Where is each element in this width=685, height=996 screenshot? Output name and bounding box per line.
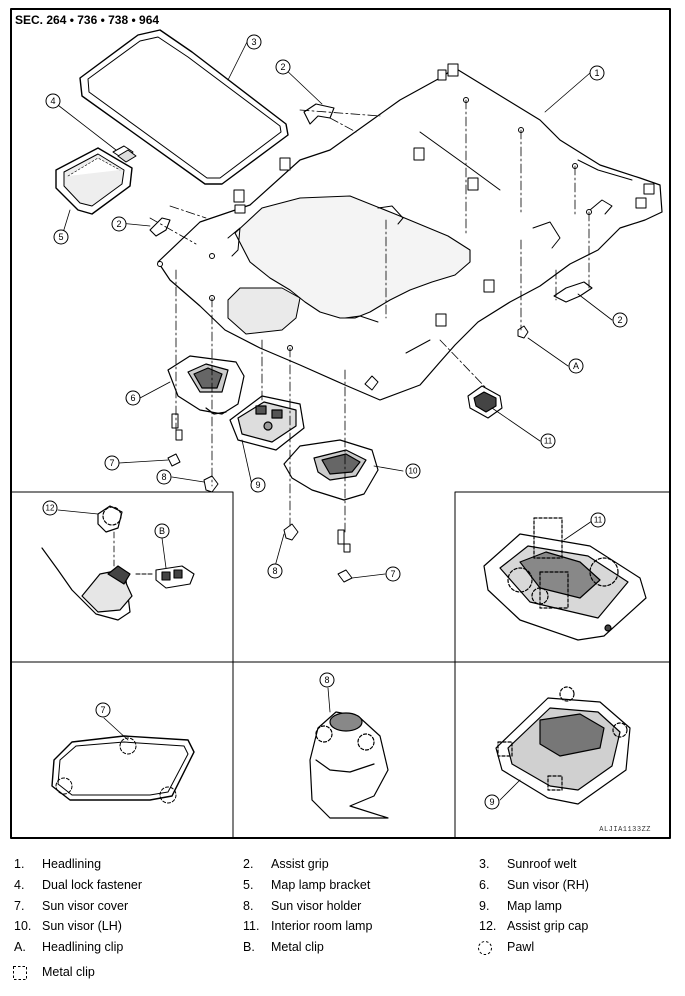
- interior-room-lamp: [467, 385, 503, 419]
- legend-label: Assist grip: [271, 857, 329, 871]
- sun-visor-screw-rh: [171, 413, 183, 441]
- legend-num: B.: [243, 940, 255, 954]
- callout-9: 9: [489, 797, 494, 807]
- callout-2: 2: [617, 315, 622, 325]
- legend-num: 1.: [14, 857, 25, 871]
- callout-b: B: [159, 526, 165, 536]
- callout-8: 8: [161, 472, 166, 482]
- assist-grip-left: [149, 217, 171, 237]
- legend-label: Headlining: [42, 857, 102, 871]
- legend-label: Sun visor (RH): [507, 878, 589, 892]
- sun-visor-rh: [167, 355, 245, 415]
- legend-label: Metal clip: [271, 940, 324, 954]
- inset-visor-cover: [51, 735, 195, 804]
- legend-num: 6.: [479, 878, 490, 892]
- legend-label: Dual lock fastener: [42, 878, 143, 892]
- map-lamp: [229, 395, 305, 451]
- section-label: SEC. 264 • 736 • 738 • 964: [15, 13, 160, 27]
- metal-clip-square-icon: [13, 966, 27, 980]
- legend-label: Sun visor (LH): [42, 919, 122, 933]
- callout-10: 10: [409, 467, 418, 476]
- callout-labels: 1 2 3 4 5 2 2 A 6 7 8 9 10 11 8 7 12 B 1…: [46, 37, 623, 807]
- sun-visor-screw-lh: [337, 529, 351, 553]
- legend-label: Pawl: [507, 940, 535, 954]
- inset-dividers: [10, 491, 671, 839]
- callout-8: 8: [324, 675, 329, 685]
- legend-label: Assist grip cap: [507, 919, 589, 933]
- callout-6: 6: [130, 393, 135, 403]
- callout-7: 7: [390, 569, 395, 579]
- legend-num: 2.: [243, 857, 254, 871]
- inset-map-lamp: [495, 686, 631, 805]
- callouts: [42, 34, 628, 810]
- inset-metal-clip-b: [135, 565, 195, 589]
- callout-2: 2: [116, 219, 121, 229]
- legend-num: 3.: [479, 857, 490, 871]
- inset-assist-grip: [41, 505, 133, 621]
- callout-1: 1: [594, 68, 599, 78]
- sun-visor-cover-lh: [337, 569, 353, 583]
- callout-4: 4: [50, 96, 55, 106]
- legend-label: Interior room lamp: [271, 919, 373, 933]
- legend-num: A.: [14, 940, 26, 954]
- explosion-lines: [149, 99, 590, 535]
- assist-grip-right: [553, 281, 593, 303]
- legend-num: 12.: [479, 919, 497, 933]
- callout-7: 7: [100, 705, 105, 715]
- legend-label: Sun visor holder: [271, 899, 362, 913]
- callout-12: 12: [46, 504, 55, 513]
- sun-visor-holder-lh: [283, 523, 299, 541]
- callout-leaders: [53, 41, 613, 801]
- legend-label: Metal clip: [42, 965, 95, 979]
- diagram-frame: [10, 8, 671, 839]
- callout-5: 5: [58, 232, 63, 242]
- callout-8: 8: [272, 566, 277, 576]
- legend-label: Map lamp: [507, 899, 562, 913]
- inset-visor-holder: [309, 711, 389, 819]
- sunroof-welt: [79, 29, 289, 185]
- legend-num: 9.: [479, 899, 490, 913]
- dual-lock-fastener: [112, 145, 137, 163]
- assist-grip-front: [303, 103, 335, 125]
- sun-visor-lh: [283, 439, 379, 501]
- headlining-tabs: [233, 63, 655, 327]
- map-lamp-bracket: [55, 147, 133, 215]
- legend-num: 8.: [243, 899, 254, 913]
- sun-visor-holder-rh: [203, 475, 219, 493]
- legend-num: 4.: [14, 878, 25, 892]
- callout-3: 3: [251, 37, 256, 47]
- figure-code: ALJIA1133ZZ: [599, 826, 651, 834]
- headlining-details: [227, 131, 633, 391]
- sun-visor-cover-rh: [167, 453, 181, 467]
- callout-9: 9: [255, 480, 260, 490]
- legend-label: Headlining clip: [42, 940, 124, 954]
- callout-a: A: [573, 361, 579, 371]
- callout-7: 7: [109, 458, 114, 468]
- callout-11: 11: [544, 437, 553, 446]
- inset-room-lamp: [483, 517, 647, 641]
- legend-num: 5.: [243, 878, 254, 892]
- legend-num: 10.: [14, 919, 32, 933]
- exploded-parts-diagram: 1 2 3 4 5 2 2 A 6 7 8 9 10 11 8 7 12 B 1…: [10, 8, 671, 839]
- headlining-clip: [517, 325, 529, 339]
- pawl-circle-icon: [478, 941, 492, 955]
- legend-num: 11.: [243, 919, 260, 933]
- legend-label: Sun visor cover: [42, 899, 129, 913]
- callout-11: 11: [594, 516, 603, 525]
- legend-label: Map lamp bracket: [271, 878, 371, 892]
- legend-num: 7.: [14, 899, 25, 913]
- headlining-sunroof-opening: [234, 195, 471, 319]
- callout-2: 2: [280, 62, 285, 72]
- legend-label: Sunroof welt: [507, 857, 577, 871]
